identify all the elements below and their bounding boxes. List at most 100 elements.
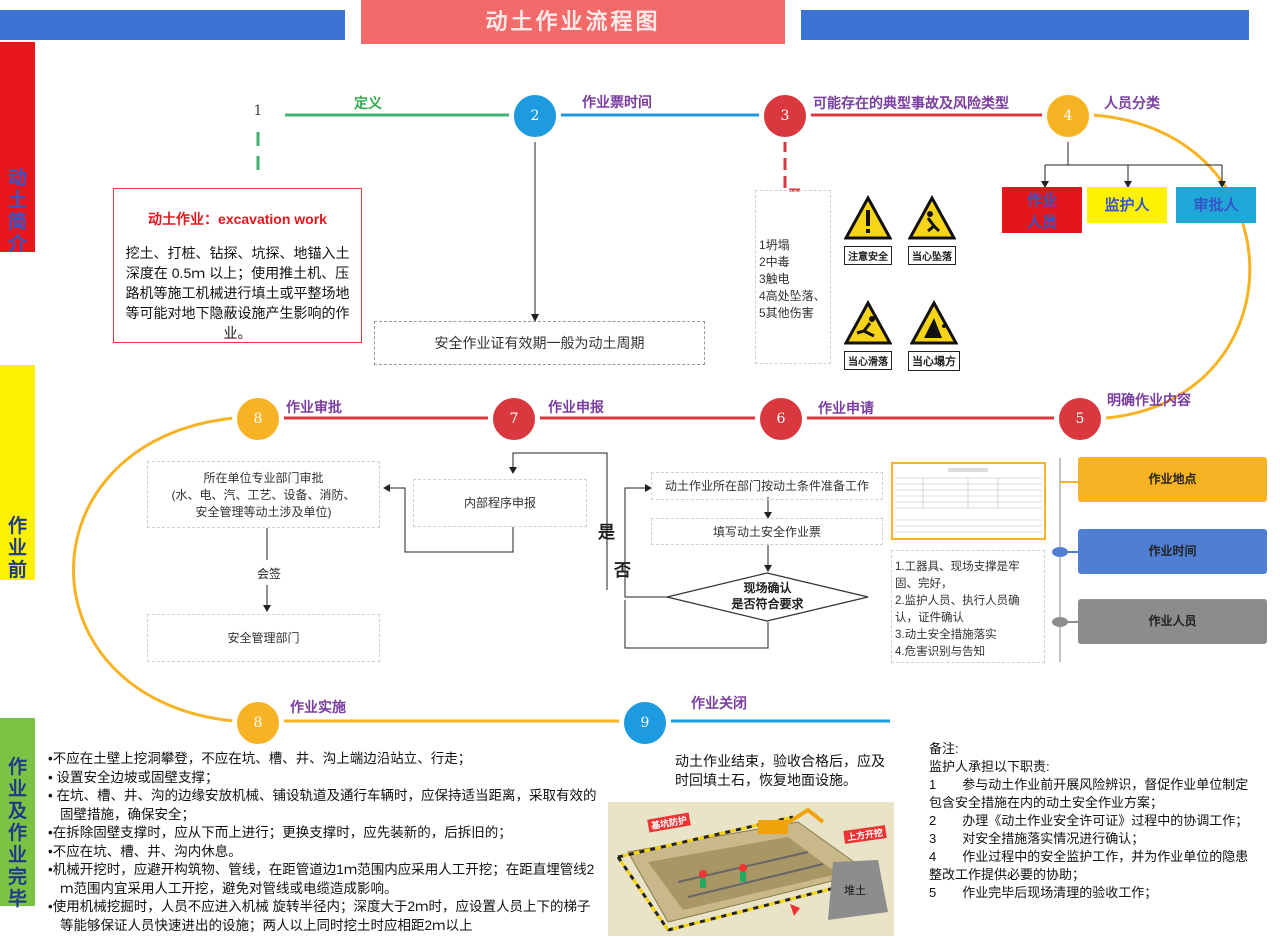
remarks-item: 4 作业过程中的安全监护工作，并为作业单位的隐患整改工作提供必要的协助； bbox=[929, 849, 1249, 882]
content-tag-personnel: 作业人员 bbox=[1078, 599, 1267, 644]
remarks-intro: 监护人承担以下职责: bbox=[929, 759, 1050, 774]
check-item: 4.危害识别与告知 bbox=[895, 646, 986, 658]
sign-slip: 当心滑落 bbox=[843, 299, 893, 370]
definition-title: 动土作业：excavation work bbox=[148, 211, 327, 227]
sidebar-pre-label: 作业前 bbox=[7, 515, 27, 581]
sidebar-section-intro: 动土简介 bbox=[0, 42, 35, 255]
dept-approval-line-3: 安全管理等动土涉及单位) bbox=[195, 505, 332, 519]
dept-approval-line-2: (水、电、汽、工艺、设备、消防、 bbox=[171, 488, 356, 502]
impl-item: •使用机械挖掘时，人员不应进入机械 旋转半径内；深度大于2ｍ时，应设置人员上下的… bbox=[48, 899, 591, 933]
sidebar-section-pre: 作业前 bbox=[0, 365, 35, 581]
decision-line-1: 现场确认 bbox=[743, 581, 792, 595]
check-item: 2.监护人员、执行人员确认，证件确认 bbox=[895, 595, 1020, 624]
countersign-label: 会签 bbox=[255, 565, 284, 582]
step-label-4: 人员分类 bbox=[1104, 95, 1160, 111]
excavation-illustration: 基坑防护 上方开挖 堆土 bbox=[608, 802, 894, 936]
implementation-list: •不应在土壁上挖洞攀登，不应在坑、槽、井、沟上端边沿站立、行走； • 设置安全边… bbox=[48, 750, 598, 935]
header-bar-right bbox=[801, 10, 1249, 40]
remarks-item: 3 对安全措施落实情况进行确认； bbox=[929, 831, 1145, 846]
step-node-8b: 8 bbox=[232, 697, 284, 749]
step-node-1: 1 bbox=[253, 103, 263, 119]
excavation-scene-icon bbox=[616, 807, 888, 932]
dept-approval-box: 所在单位专业部门审批 (水、电、汽、工艺、设备、消防、 安全管理等动土涉及单位) bbox=[147, 461, 380, 528]
step-node-7: 7 bbox=[488, 393, 540, 445]
form-grid-icon bbox=[895, 468, 1042, 533]
remarks-item: 5 作业完毕后现场清理的验收工作； bbox=[929, 885, 1158, 900]
header-bar-left bbox=[0, 10, 345, 40]
risk-item: 2中毒 bbox=[759, 255, 790, 269]
content-tag-time: 作业时间 bbox=[1078, 529, 1267, 574]
risk-item: 1坍塌 bbox=[759, 238, 790, 252]
remarks-block: 备注: 监护人承担以下职责: 1 参与动土作业前开展风险辨识，督促作业单位制定包… bbox=[929, 740, 1259, 902]
step-node-5: 5 bbox=[1054, 393, 1106, 445]
page-title: 动土作业流程图 bbox=[485, 9, 661, 34]
step-label-8a: 作业审批 bbox=[286, 399, 342, 415]
collapse-warning-icon bbox=[909, 299, 959, 345]
decision-line-2: 是否符合要求 bbox=[731, 597, 804, 611]
step-label-7: 作业申报 bbox=[548, 399, 604, 415]
sign-fall: 当心坠落 bbox=[907, 194, 957, 265]
impl-item: •机械开挖时，应避开构筑物、管线，在距管道边1ｍ范围内应采用人工开挖；在距直埋管… bbox=[48, 862, 595, 896]
definition-body: 挖土、打桩、钻探、坑探、地锚入土深度在 0.5ｍ 以上；使用推土机、压路机等施工… bbox=[125, 245, 350, 341]
site-check-list: 1.工器具、现场支撑是牢固、完好， 2.监护人员、执行人员确认，证件确认 3.动… bbox=[891, 550, 1045, 663]
decision-diamond bbox=[666, 572, 869, 622]
role-guardian: 监护人 bbox=[1087, 187, 1167, 223]
decision-yes: 是 bbox=[598, 523, 615, 542]
closing-text: 动土作业结束，验收合格后，应及时回填土石，恢复地面设施。 bbox=[675, 753, 885, 788]
sign-label-slip: 当心滑落 bbox=[844, 351, 892, 370]
dept-approval-line-1: 所在单位专业部门审批 bbox=[203, 471, 324, 485]
sidebar-intro-label: 动土简介 bbox=[7, 167, 27, 255]
internal-report-box: 内部程序申报 bbox=[413, 479, 587, 527]
permit-form-thumbnail bbox=[891, 462, 1046, 540]
content-tag-location: 作业地点 bbox=[1078, 457, 1267, 502]
header-title-bar: 动土作业流程图 bbox=[361, 0, 785, 44]
risk-list-box: 1坍塌 2中毒 3触电 4高处坠落、 5其他伤害 bbox=[755, 190, 831, 364]
impl-item: • 在坑、槽、井、沟的边缘安放机械、铺设轨道及通行车辆时，应保持适当距离，采取有… bbox=[48, 788, 597, 822]
safety-dept-box: 安全管理部门 bbox=[147, 614, 380, 662]
impl-item: •不应在土壁上挖洞攀登，不应在坑、槽、井、沟上端边沿站立、行走； bbox=[48, 751, 472, 766]
permit-period-box: 安全作业证有效期一般为动土周期 bbox=[374, 321, 705, 365]
step-node-8a: 8 bbox=[232, 393, 284, 445]
risk-item: 3触电 bbox=[759, 272, 790, 286]
prepare-box: 动土作业所在部门按动土条件准备工作 bbox=[651, 472, 883, 500]
remarks-title: 备注: bbox=[929, 741, 959, 756]
risk-item: 4高处坠落、 bbox=[759, 289, 826, 303]
impl-item: •在拆除固壁支撑时，应从下而上进行；更换支撑时，应先装新的，后拆旧的； bbox=[48, 825, 512, 840]
role-approver: 审批人 bbox=[1176, 187, 1256, 223]
risk-item: 5其他伤害 bbox=[759, 306, 814, 320]
step-node-9: 9 bbox=[619, 697, 671, 749]
decision-no: 否 bbox=[614, 561, 631, 580]
remarks-item: 2 办理《动土作业安全许可证》过程中的协调工作； bbox=[929, 813, 1249, 828]
sign-label-fall: 当心坠落 bbox=[908, 246, 956, 265]
fall-warning-icon bbox=[907, 194, 957, 240]
step-label-1: 定义 bbox=[354, 95, 382, 111]
sign-label-collapse: 当心塌方 bbox=[908, 351, 960, 371]
step-label-2: 作业票时间 bbox=[582, 94, 652, 110]
sign-label-caution: 注意安全 bbox=[844, 246, 892, 265]
check-item: 3.动土安全措施落实 bbox=[895, 629, 997, 641]
impl-item: • 设置安全边坡或固壁支撑； bbox=[48, 769, 219, 785]
step-label-8b: 作业实施 bbox=[290, 699, 346, 715]
step-node-6: 6 bbox=[755, 393, 807, 445]
warning-triangle-icon bbox=[843, 194, 893, 240]
fill-permit-box: 填写动土安全作业票 bbox=[651, 518, 883, 545]
step-label-9: 作业关闭 bbox=[691, 695, 747, 711]
sign-caution: 注意安全 bbox=[843, 194, 893, 265]
decision-text: 现场确认 是否符合要求 bbox=[695, 580, 840, 612]
illustration-label-3: 堆土 bbox=[844, 885, 866, 897]
step-node-2: 2 bbox=[509, 90, 561, 142]
sidebar-exec-label: 作业及作业完毕 bbox=[7, 756, 27, 910]
step-label-5: 明确作业内容 bbox=[1107, 392, 1191, 408]
step-label-6: 作业申请 bbox=[818, 400, 874, 416]
sidebar-section-exec: 作业及作业完毕 bbox=[0, 718, 35, 910]
impl-item: •不应在坑、槽、井、沟内休息。 bbox=[48, 843, 242, 859]
sign-collapse: 当心塌方 bbox=[908, 299, 960, 371]
step-node-3: 3 bbox=[759, 90, 811, 142]
remarks-item: 1 参与动土作业前开展风险辨识，督促作业单位制定包含安全措施在内的动土安全作业方… bbox=[929, 777, 1249, 810]
role-worker: 作业人员 bbox=[1002, 187, 1082, 233]
check-item: 1.工器具、现场支撑是牢固、完好， bbox=[895, 561, 1020, 590]
step-label-3: 可能存在的典型事故及风险类型 bbox=[813, 95, 1009, 111]
definition-box: 动土作业：excavation work 挖土、打桩、钻探、坑探、地锚入土深度在… bbox=[113, 188, 362, 343]
step-node-4: 4 bbox=[1042, 90, 1094, 142]
